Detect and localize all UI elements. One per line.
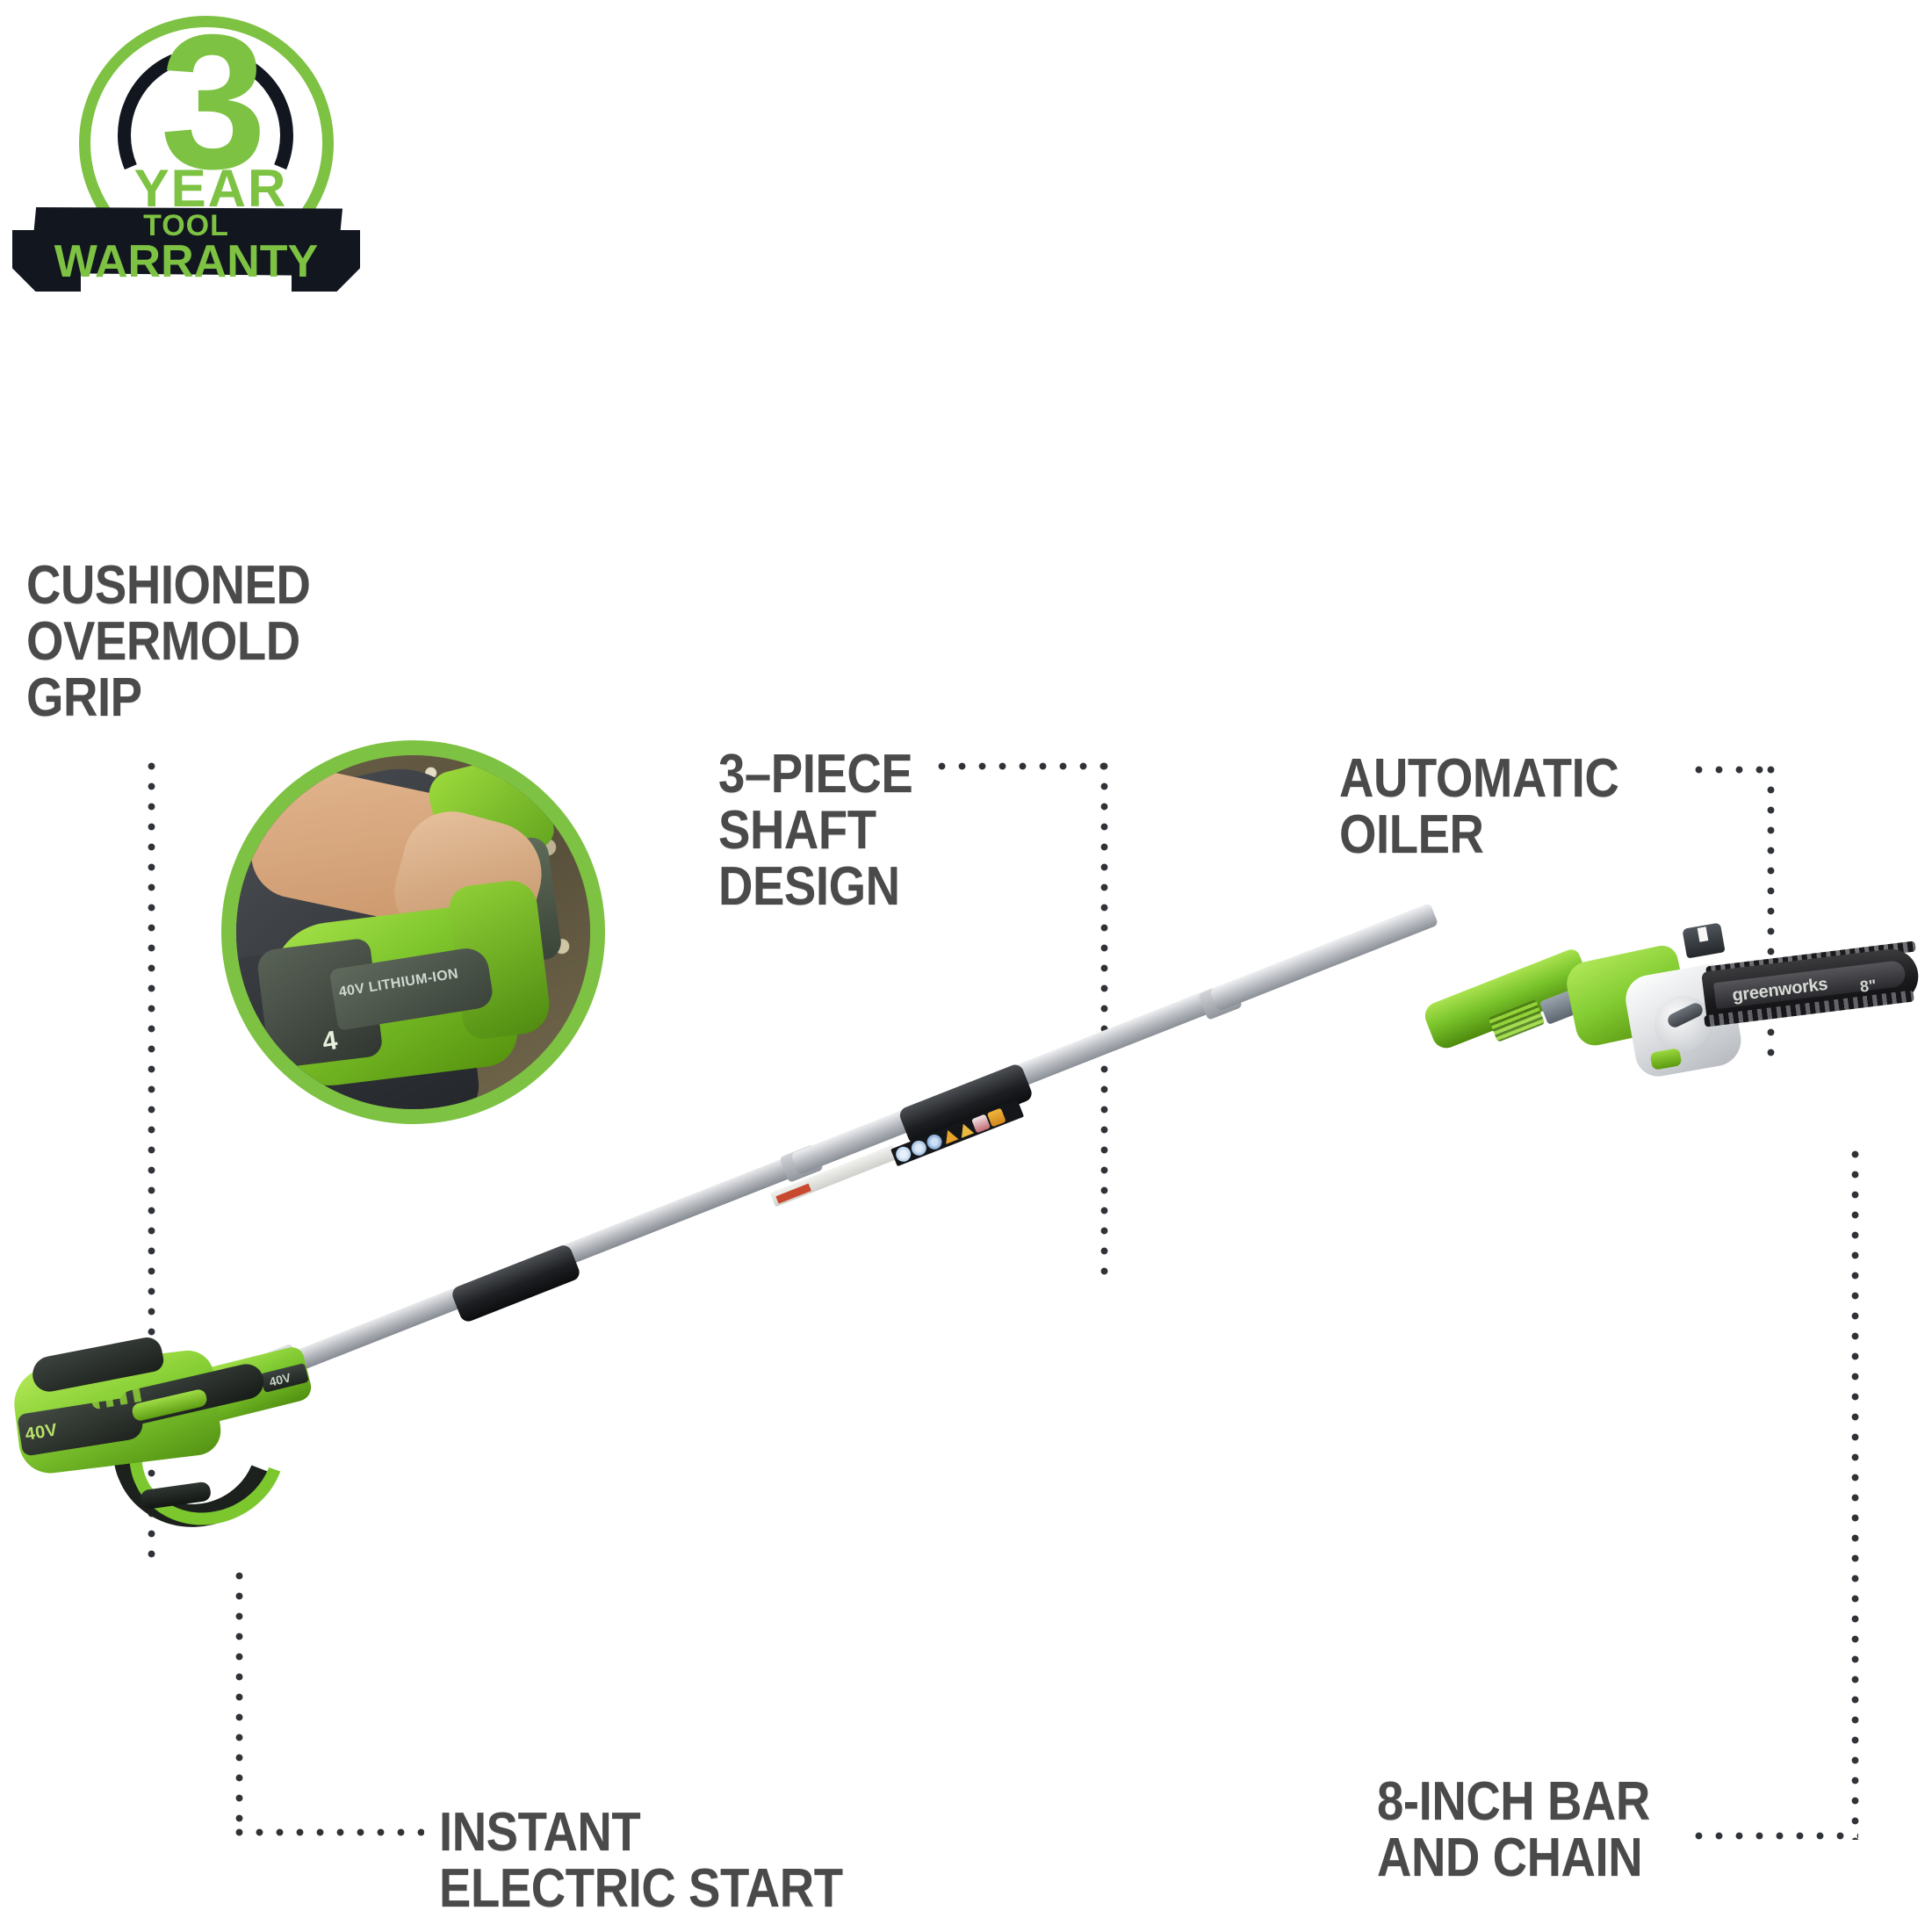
shaft-segment-upper: [1209, 902, 1439, 1013]
leader-line-bar-and-chain-horizontal: [1695, 1832, 1858, 1840]
leader-line-instant-electric-start-horizontal: [235, 1828, 424, 1836]
warranty-tool-label: TOOL: [143, 209, 229, 242]
warning-icon-read-manual: [893, 1144, 913, 1164]
feature-label-cushioned-overmold-grip: CUSHIONED OVERMOLD GRIP: [26, 555, 311, 728]
pole-saw-product-image: greenworks 8" 40V 40V: [0, 902, 1932, 1712]
feature-label-three-piece-shaft-design: 3–PIECE SHAFT DESIGN: [718, 744, 913, 917]
warranty-years-number: 3: [160, 0, 266, 209]
leader-line-automatic-oiler-vertical: [1767, 766, 1775, 1064]
automatic-oiler-dial: [1654, 996, 1712, 1054]
leader-line-bar-and-chain-vertical: [1851, 1150, 1859, 1840]
leader-line-cushioned-overmold-grip: [148, 762, 155, 1570]
grip-closeup-inset-photo: 40V LITHIUM-ION 4: [221, 740, 605, 1124]
feature-label-automatic-oiler: AUTOMATIC OILER: [1339, 748, 1619, 865]
warning-icon-eye-protection: [909, 1138, 929, 1158]
feature-label-eight-inch-bar-and-chain: 8-INCH BAR AND CHAIN: [1377, 1771, 1650, 1888]
leader-line-three-piece-shaft-horizontal: [938, 762, 1109, 770]
shaft-foam-grip-lower: [450, 1243, 582, 1324]
feature-label-instant-electric-start: INSTANT ELECTRIC START: [439, 1802, 843, 1919]
leader-line-three-piece-shaft-vertical: [1100, 762, 1108, 1280]
warranty-warranty-label: WARRANTY: [54, 236, 319, 287]
warranty-badge: 3 YEAR TOOL WARRANTY: [11, 2, 362, 332]
warning-icon-ear-protection: [925, 1132, 945, 1152]
leader-line-automatic-oiler-horizontal: [1695, 766, 1776, 774]
warning-icon-keep-distance: [986, 1107, 1006, 1128]
warranty-ribbon: TOOL WARRANTY: [12, 207, 360, 292]
leader-line-instant-electric-start-vertical: [235, 1572, 243, 1835]
warning-icon-caution-triangle: [941, 1126, 960, 1145]
ribbon-banner: [30, 207, 342, 276]
